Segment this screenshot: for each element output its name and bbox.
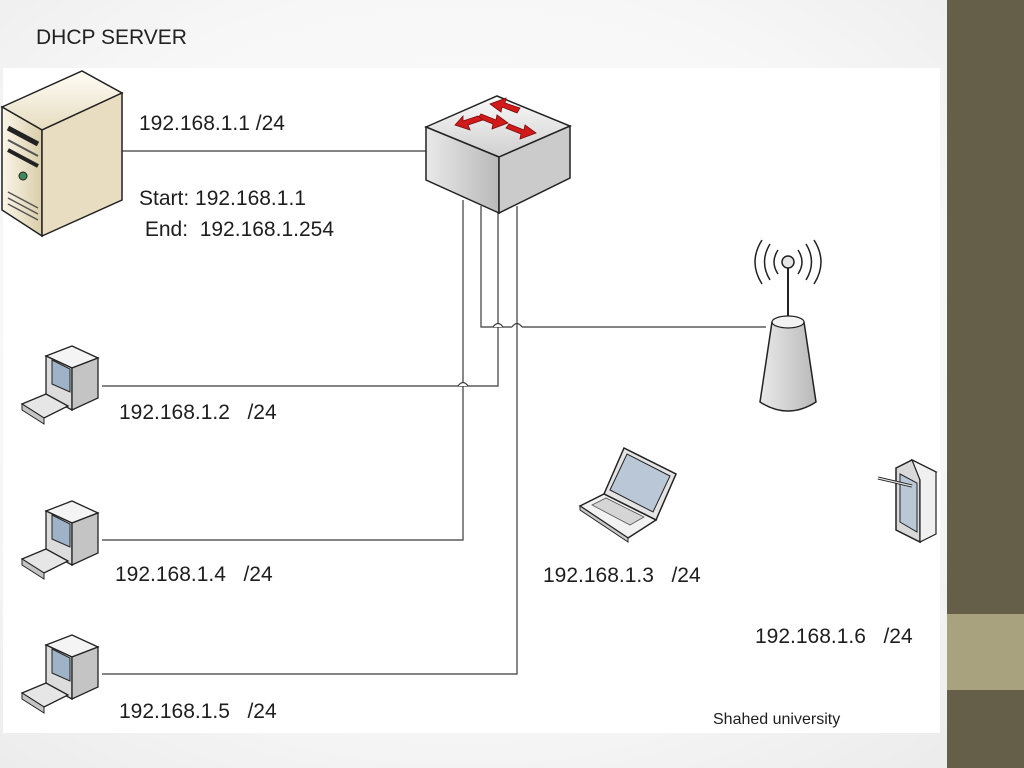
- desktop-pc-icon: [20, 500, 100, 580]
- link-hop-ap: [511, 322, 523, 328]
- link-switch-pc5: [102, 206, 518, 675]
- network-links: [62, 150, 766, 675]
- footer-credit: Shahed university: [713, 711, 841, 728]
- line-hop-2: [492, 322, 504, 328]
- pool-start-label: Start: 192.168.1.1: [139, 187, 306, 210]
- link-switch-pc4: [102, 200, 464, 541]
- laptop-icon: [578, 446, 677, 543]
- link-switch-pc2: [102, 208, 499, 387]
- pool-end-label: End: 192.168.1.254: [139, 218, 334, 241]
- access-point-icon: [754, 239, 822, 412]
- slide-sidebar-accent: [947, 614, 1024, 690]
- slide-title: DHCP SERVER: [36, 26, 187, 49]
- client-ip-label: 192.168.1.2 /24: [119, 401, 277, 424]
- switch-arrow-2: [477, 113, 509, 130]
- client-ip-label: 192.168.1.5 /24: [119, 700, 277, 723]
- link-switch-ap: [480, 206, 766, 328]
- switch-arrow-1: [489, 97, 521, 114]
- switch-arrow-4: [505, 123, 537, 140]
- client-ip-label: 192.168.1.4 /24: [115, 563, 273, 586]
- tablet-icon: [877, 458, 938, 544]
- desktop-pc-icon: [20, 345, 100, 425]
- client-ip-label: 192.168.1.6 /24: [755, 625, 913, 648]
- client-ip-label: 192.168.1.3 /24: [543, 564, 701, 587]
- server-ip-label: 192.168.1.1 /24: [139, 112, 285, 135]
- switch-arrow-3: [454, 114, 484, 131]
- line-hop-1: [457, 381, 469, 387]
- server-icon: [0, 70, 124, 238]
- switch-icon: [424, 95, 572, 215]
- desktop-pc-icon: [20, 634, 100, 714]
